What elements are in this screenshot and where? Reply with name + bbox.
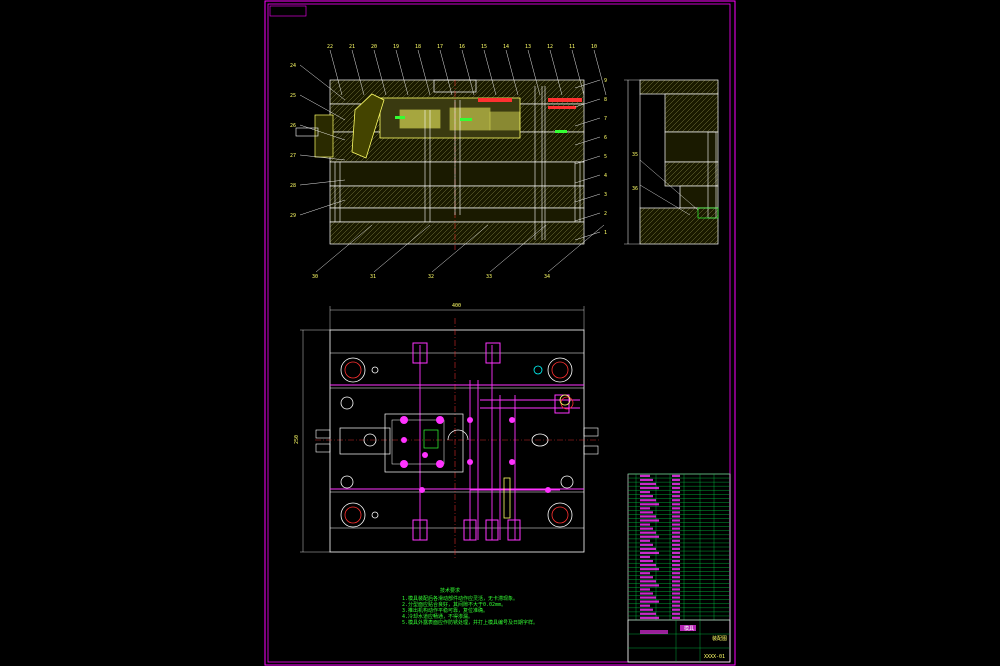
title-block-drawing-no: 装配图 [712,635,727,642]
callout-right-4: 4 [604,173,607,179]
callout-left-28: 28 [290,183,296,189]
callout-left-27: 27 [290,153,296,159]
plan-yellow-parts [503,394,571,519]
callout-right-8: 8 [604,97,607,103]
plan-side-bolts [315,427,599,455]
plan-core-block [339,413,469,473]
notes-line-5: 5.模具外露表面应作防锈处理，并打上模具编号及日期字样。 [402,619,538,626]
ejector-pins [334,86,581,240]
callout-right-3: 3 [604,192,607,198]
notes-line-3: 3.推出机构动作平稳可靠，复位准确。 [402,607,488,614]
callout-right-7: 7 [604,116,607,122]
callout-top-11: 11 [569,44,575,50]
callout-top-14: 14 [503,44,509,50]
callout-bottom-34: 34 [544,274,550,280]
callout-right-1: 1 [604,230,607,236]
callout-top-13: 13 [525,44,531,50]
callout-right-2: 2 [604,211,607,217]
callout-right-5: 5 [604,154,607,160]
notes-title: 技术要求 [440,587,460,594]
plan-holes [340,357,574,528]
callout-top-21: 21 [349,44,355,50]
callout-bottom-33: 33 [486,274,492,280]
callout-top-22: 22 [327,44,333,50]
plan-dim-width: 400 [452,303,461,309]
callout-bottom-32: 32 [428,274,434,280]
plan-dim-height: 250 [294,435,300,444]
callout-top-19: 19 [393,44,399,50]
cooling-marks [478,98,582,109]
callout-left-29: 29 [290,213,296,219]
side-bolt [295,127,319,137]
technical-notes: 技术要求 1.模具装配后各滑动部件动作应灵活，无卡滞现象。 2.分型面应贴合良好… [402,587,538,626]
notes-line-1: 1.模具装配后各滑动部件动作应灵活，无卡滞现象。 [402,595,518,602]
side-view: 35 36 [624,79,719,245]
plan-magenta-dots [400,416,551,493]
plan-view: 400 250 [294,303,600,560]
callout-top-12: 12 [547,44,553,50]
callout-leaders [299,49,607,273]
parts-table [627,473,731,663]
callout-left-26: 26 [290,123,296,129]
callout-left-24: 24 [290,63,296,69]
green-markers [395,116,567,133]
side-label-35: 35 [632,152,638,158]
side-label-36: 36 [632,186,638,192]
title-block: 模具 装配图 XXXX-01 [627,619,731,663]
title-block-code: XXXX-01 [704,654,725,660]
plan-pin-lines [330,345,584,540]
notes-line-4: 4.冷却水道应畅通，不得渗漏。 [402,613,473,620]
callout-top-17: 17 [437,44,443,50]
callout-left-25: 25 [290,93,296,99]
callout-top-16: 16 [459,44,465,50]
angled-slider [351,93,385,159]
callout-bottom-31: 31 [370,274,376,280]
callout-right-9: 9 [604,78,607,84]
sheet-frame [264,0,736,666]
callout-top-15: 15 [481,44,487,50]
title-block-title: 模具 [684,625,694,632]
callout-top-20: 20 [371,44,377,50]
callout-top-18: 18 [415,44,421,50]
callout-right-6: 6 [604,135,607,141]
notes-line-2: 2.分型面应贴合良好，其间隙不大于0.02mm。 [402,601,506,608]
callout-top-10: 10 [591,44,597,50]
callout-bottom-30: 30 [312,274,318,280]
plan-pin-heads [412,342,570,541]
